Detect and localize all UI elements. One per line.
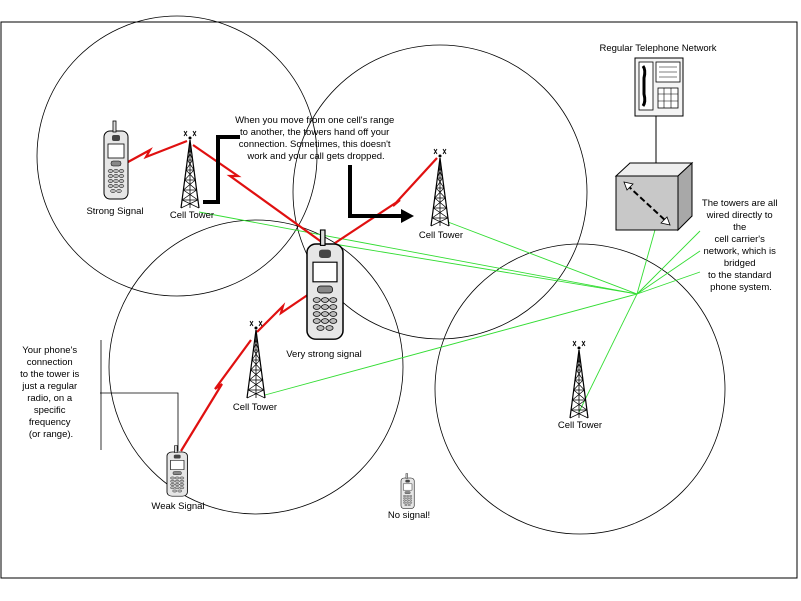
- radio-link-very-strong-a: [192, 144, 324, 244]
- radio-links: [127, 139, 438, 452]
- cell-tower-1-label: Cell Tower: [170, 210, 214, 221]
- radio-note-line: frequency: [29, 417, 71, 428]
- very-strong-signal-label: Very strong signal: [286, 349, 362, 360]
- handoff-note: When you move from one cell's range to a…: [235, 115, 397, 162]
- phone-no-signal-icon: [400, 473, 415, 509]
- radio-note-bracket: [100, 392, 179, 451]
- wired-note-line: The towers are all: [702, 198, 778, 209]
- handoff-note-line: work and your call gets dropped.: [246, 151, 384, 162]
- coverage-cell-bottom-right: [434, 243, 726, 535]
- wire-connections: [198, 211, 701, 413]
- coverage-cell-top-middle: [292, 44, 588, 340]
- radio-link-strong: [127, 139, 188, 163]
- telephone-network-icon: [634, 57, 684, 117]
- radio-note-line: Your phone's: [22, 345, 77, 356]
- radio-note-line: (or range).: [29, 429, 73, 440]
- radio-note: Your phone's connection to the tower is …: [20, 345, 82, 440]
- handoff-arrow-right: [348, 165, 403, 218]
- handoff-note-line: to another, the towers hand off your: [240, 127, 389, 138]
- radio-note-line: radio, on a: [27, 393, 73, 404]
- switch-box-icon: [614, 161, 694, 232]
- wired-note-line: wired directly to: [706, 210, 773, 221]
- network-title: Regular Telephone Network: [599, 43, 716, 54]
- diagram-frame: [0, 21, 798, 579]
- wired-note-line: network, which is: [704, 246, 777, 257]
- cell-tower-3-icon: [246, 320, 266, 399]
- radio-link-tower2: [256, 291, 313, 333]
- radio-note-line: connection: [27, 357, 73, 368]
- phone-strong-signal-icon: [103, 120, 129, 200]
- wired-note-line: bridged: [724, 258, 756, 269]
- phone-very-strong-signal-icon: [306, 229, 344, 340]
- wired-note-line: the: [733, 222, 746, 233]
- coverage-cell-top-left: [36, 15, 318, 297]
- wired-note-line: phone system.: [710, 282, 772, 293]
- wired-note-line: to the standard: [708, 270, 771, 281]
- cell-tower-4-label: Cell Tower: [558, 420, 602, 431]
- phone-weak-signal-icon: [166, 445, 188, 497]
- radio-link-weak: [180, 339, 252, 452]
- coverage-cell-bottom-left: [108, 219, 404, 515]
- no-signal-label: No signal!: [388, 510, 430, 521]
- cell-tower-2-label: Cell Tower: [419, 230, 463, 241]
- radio-note-line: just a regular: [21, 381, 77, 392]
- cell-tower-3-label: Cell Tower: [233, 402, 277, 413]
- strong-signal-label: Strong Signal: [86, 206, 143, 217]
- wired-note-line: cell carrier's: [714, 234, 765, 245]
- wired-note: The towers are all wired directly to the…: [702, 198, 780, 293]
- weak-signal-label: Weak Signal: [151, 501, 204, 512]
- radio-link-very-strong-b: [334, 157, 438, 244]
- cell-tower-4-icon: [569, 340, 589, 419]
- radio-note-line: specific: [34, 405, 66, 416]
- radio-note-line: to the tower is: [20, 369, 79, 380]
- handoff-arrowhead-icon: [401, 209, 414, 223]
- handoff-note-line: When you move from one cell's range: [235, 115, 394, 126]
- handoff-arrow-left: [203, 135, 240, 204]
- handoff-note-line: connection. Sometimes, this doesn't: [239, 139, 391, 150]
